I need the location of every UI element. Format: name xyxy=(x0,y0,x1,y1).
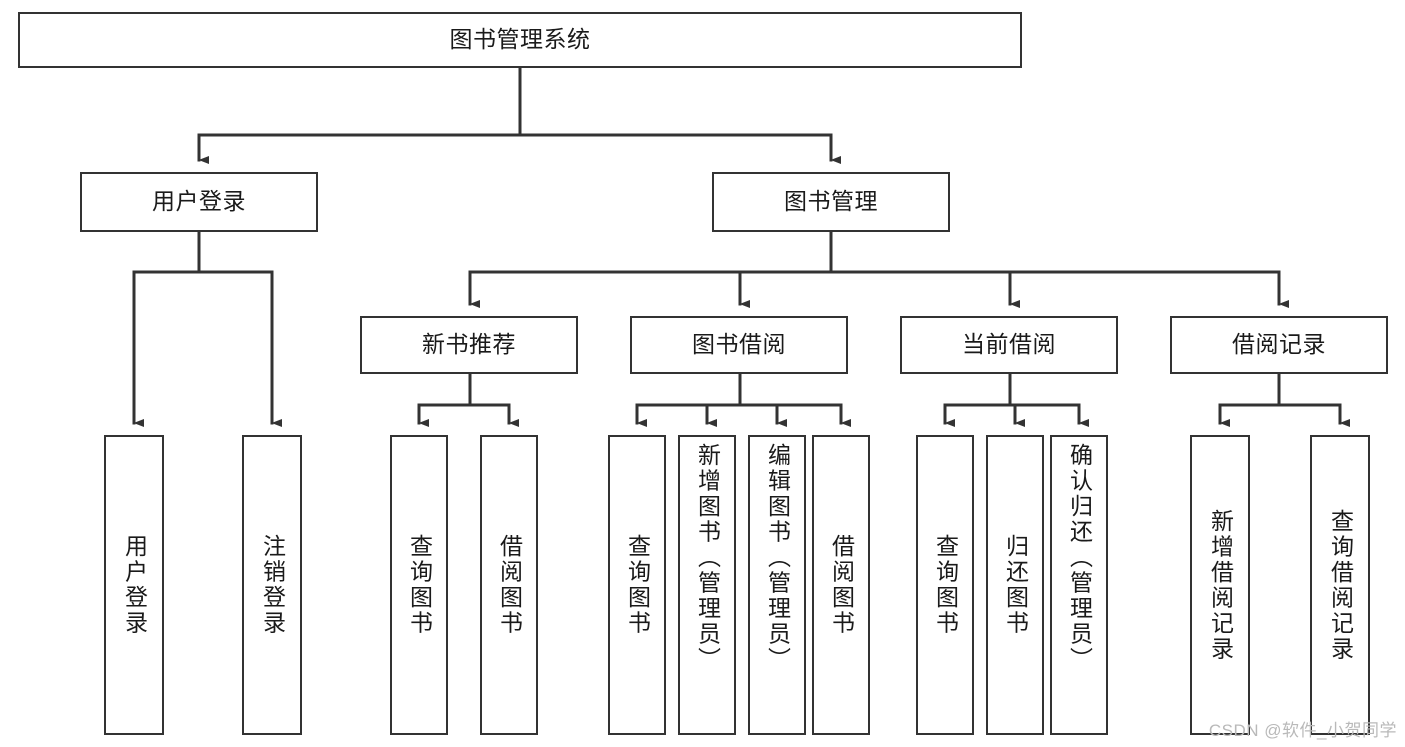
node-leaf-edit-book[interactable]: 编辑图书（管理员） xyxy=(748,435,806,735)
node-book-manage[interactable]: 图书管理 xyxy=(712,172,950,232)
node-leaf-user-login[interactable]: 用户登录 xyxy=(104,435,164,735)
node-user-login[interactable]: 用户登录 xyxy=(80,172,318,232)
node-leaf-borrow-book-2[interactable]: 借阅图书 xyxy=(812,435,870,735)
node-leaf-add-book-label: 新增图书（管理员） xyxy=(694,443,721,673)
node-new-book-recommend-label: 新书推荐 xyxy=(422,331,516,358)
node-leaf-query-book-3[interactable]: 查询图书 xyxy=(916,435,974,735)
node-borrow-record-label: 借阅记录 xyxy=(1232,331,1326,358)
node-leaf-query-book-1-label: 查询图书 xyxy=(406,534,433,636)
node-leaf-user-login-label: 用户登录 xyxy=(121,534,148,636)
node-new-book-recommend[interactable]: 新书推荐 xyxy=(360,316,578,374)
node-leaf-return-book-label: 归还图书 xyxy=(1002,534,1029,636)
node-leaf-add-record[interactable]: 新增借阅记录 xyxy=(1190,435,1250,735)
node-current-borrow-label: 当前借阅 xyxy=(962,331,1056,358)
node-leaf-confirm-return[interactable]: 确认归还（管理员） xyxy=(1050,435,1108,735)
node-leaf-query-book-1[interactable]: 查询图书 xyxy=(390,435,448,735)
node-leaf-query-record-label: 查询借阅记录 xyxy=(1327,508,1354,662)
node-leaf-return-book[interactable]: 归还图书 xyxy=(986,435,1044,735)
node-leaf-user-logout-label: 注销登录 xyxy=(259,534,286,636)
node-leaf-query-book-3-label: 查询图书 xyxy=(932,534,959,636)
node-leaf-user-logout[interactable]: 注销登录 xyxy=(242,435,302,735)
watermark-text: CSDN @软件_小贺同学 xyxy=(1208,721,1397,740)
node-current-borrow[interactable]: 当前借阅 xyxy=(900,316,1118,374)
node-leaf-query-book-2-label: 查询图书 xyxy=(624,534,651,636)
node-leaf-query-record[interactable]: 查询借阅记录 xyxy=(1310,435,1370,735)
node-leaf-edit-book-label: 编辑图书（管理员） xyxy=(764,443,791,673)
node-leaf-borrow-book-1[interactable]: 借阅图书 xyxy=(480,435,538,735)
node-borrow-record[interactable]: 借阅记录 xyxy=(1170,316,1388,374)
node-user-login-label: 用户登录 xyxy=(152,188,246,215)
node-root[interactable]: 图书管理系统 xyxy=(18,12,1022,68)
node-book-manage-label: 图书管理 xyxy=(784,188,878,215)
node-leaf-borrow-book-1-label: 借阅图书 xyxy=(496,534,523,636)
node-book-borrow[interactable]: 图书借阅 xyxy=(630,316,848,374)
node-root-label: 图书管理系统 xyxy=(449,26,591,53)
node-leaf-query-book-2[interactable]: 查询图书 xyxy=(608,435,666,735)
node-leaf-confirm-return-label: 确认归还（管理员） xyxy=(1066,443,1093,673)
node-leaf-add-record-label: 新增借阅记录 xyxy=(1207,508,1234,662)
node-book-borrow-label: 图书借阅 xyxy=(692,331,786,358)
node-leaf-borrow-book-2-label: 借阅图书 xyxy=(828,534,855,636)
node-leaf-add-book[interactable]: 新增图书（管理员） xyxy=(678,435,736,735)
